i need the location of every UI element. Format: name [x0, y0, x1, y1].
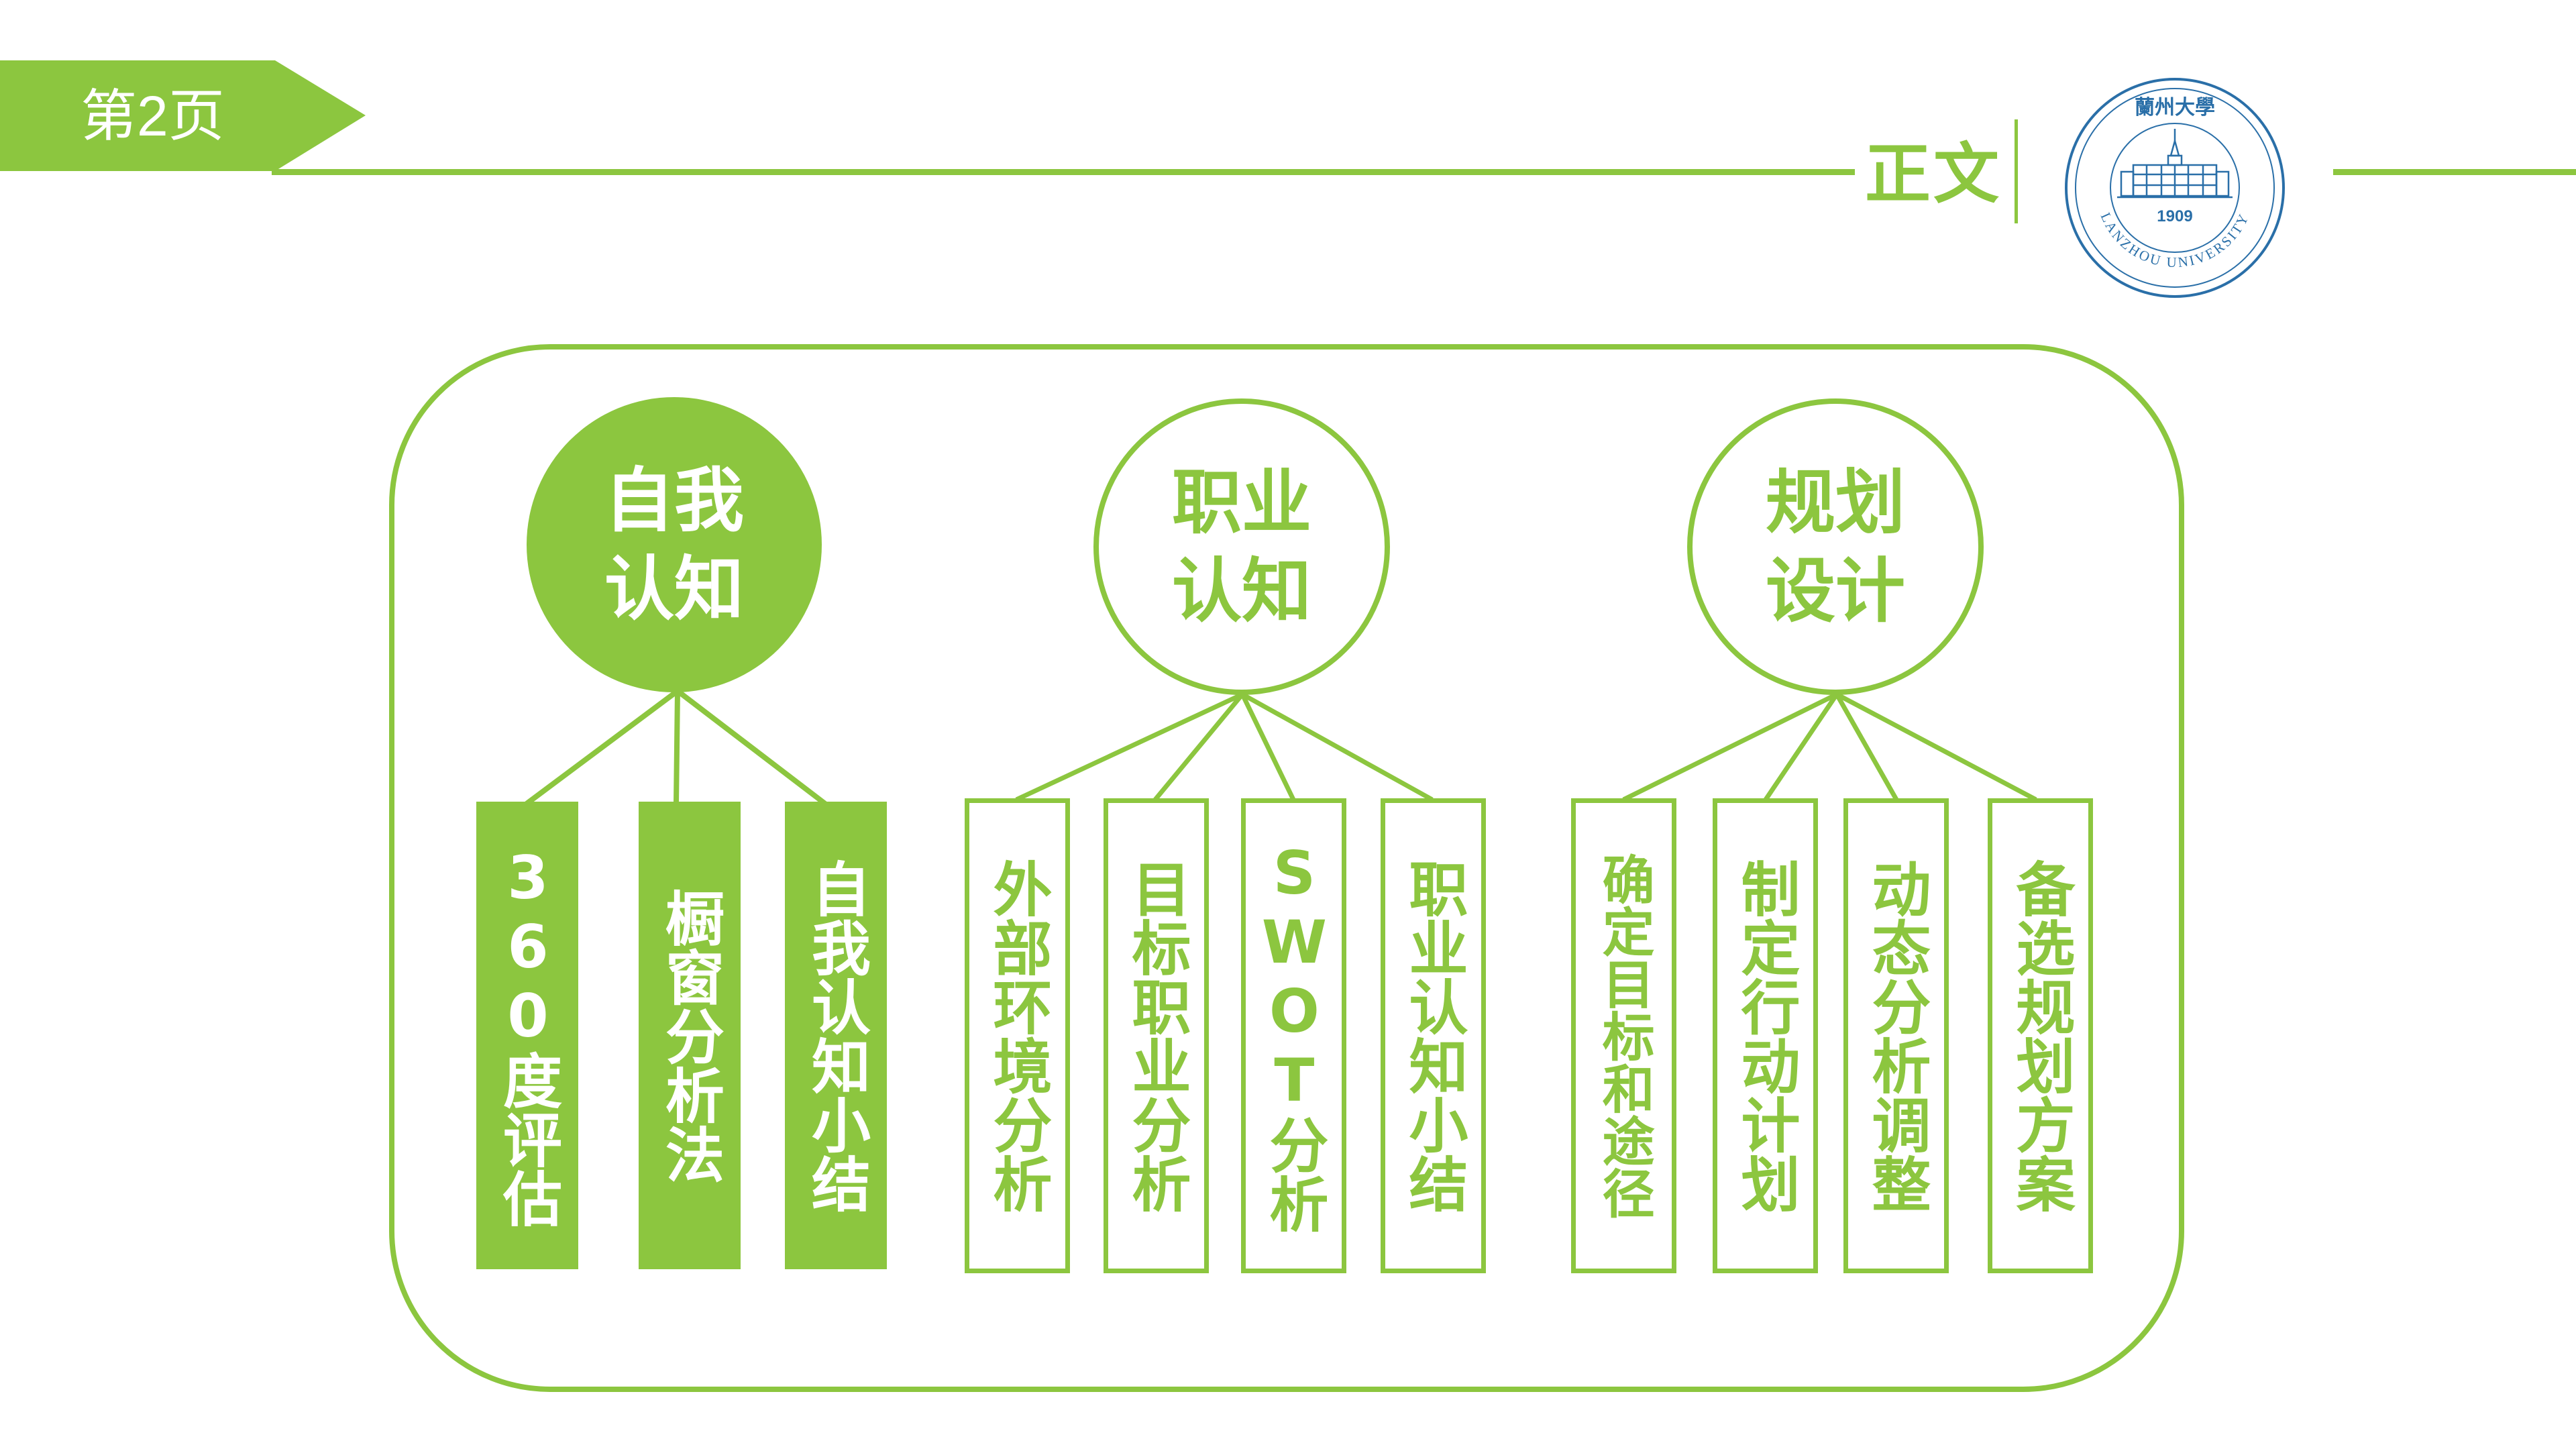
leaf-alternative-plan: 备选规划方案 — [1988, 798, 2093, 1273]
group-1-connectors — [525, 688, 827, 806]
leaf-window-analysis: 橱窗分析法 — [639, 802, 741, 1269]
node-planning-design: 规划 设计 — [1687, 398, 1984, 695]
node-self-awareness: 自我 认知 — [527, 397, 822, 692]
page-number-tag — [0, 60, 366, 171]
building-icon — [2117, 129, 2233, 199]
node-career-awareness-label: 职业 认知 — [1171, 462, 1311, 632]
header-divider — [2015, 119, 2018, 223]
node-planning-design-label: 规划 设计 — [1765, 462, 1905, 632]
seal-year: 1909 — [2157, 207, 2192, 225]
header-rule-right — [2333, 169, 2576, 175]
diagram-frame — [389, 344, 2184, 1392]
section-title: 正文 — [1865, 136, 2002, 213]
seal-calligraphy: 蘭州大學 — [2135, 96, 2215, 119]
node-self-awareness-label: 自我 认知 — [604, 460, 744, 630]
leaf-external-environment: 外部环境分析 — [965, 798, 1070, 1273]
header-rule-left — [272, 169, 1855, 175]
leaf-dynamic-adjustment: 动态分析调整 — [1843, 798, 1949, 1273]
leaf-career-summary: 职业认知小结 — [1381, 798, 1486, 1273]
leaf-360-evaluation: 360度评估 — [476, 802, 578, 1269]
page-number-label: 第2页 — [80, 85, 225, 148]
university-seal-icon: 蘭州大學 LANZHOU UNIVERSITY 1909 — [2065, 78, 2285, 298]
group-3-connectors — [1622, 692, 2037, 802]
node-career-awareness: 职业 认知 — [1093, 398, 1390, 695]
leaf-self-summary: 自我认知小结 — [785, 802, 887, 1269]
leaf-target-career: 目标职业分析 — [1104, 798, 1209, 1273]
leaf-set-goals: 确定目标和途径 — [1571, 798, 1676, 1273]
leaf-swot-analysis: SWOT分析 — [1241, 798, 1346, 1273]
leaf-action-plan: 制定行动计划 — [1713, 798, 1818, 1273]
group-2-connectors — [1015, 692, 1434, 802]
